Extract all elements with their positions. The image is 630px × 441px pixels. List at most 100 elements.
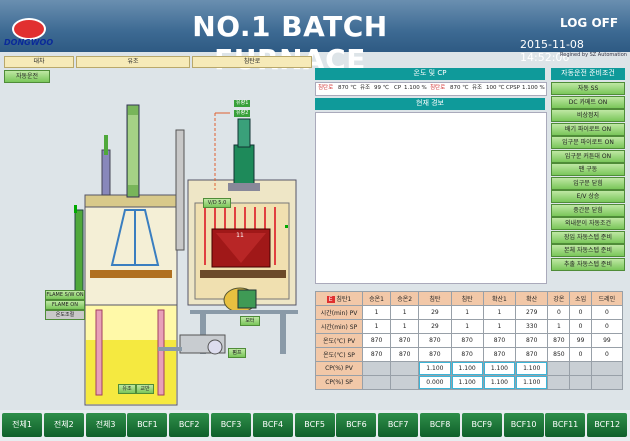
nav-button[interactable]: BCF8: [420, 413, 460, 437]
auto-condition-button[interactable]: 자동 SS: [551, 82, 625, 95]
company-logo: DONGWOO: [4, 18, 54, 48]
table-cell: 1: [450, 319, 484, 334]
nav-button[interactable]: 전체3: [85, 413, 126, 437]
table-cell: [361, 361, 392, 376]
recipe-header-cell: 드레인: [590, 291, 624, 306]
nav-button[interactable]: BCF3: [211, 413, 251, 437]
nav-button[interactable]: BCF12: [587, 413, 628, 437]
nav-button[interactable]: BCF10: [503, 413, 544, 437]
table-cell: 870: [418, 347, 452, 362]
auto-condition-button[interactable]: DC 카메트 ON: [551, 95, 625, 109]
info-cart: 대차: [4, 56, 74, 68]
table-cell: 1: [482, 305, 517, 320]
table-cell: 1: [390, 319, 420, 334]
recipe-header-cell: 침탄: [418, 291, 452, 306]
recipe-header-cell: 강온: [547, 291, 571, 306]
table-cell: 1.100: [515, 361, 549, 376]
table-cell: 0: [569, 319, 592, 334]
furnace-process-diagram: [74, 104, 298, 406]
nav-button[interactable]: 전체2: [43, 413, 84, 437]
table-cell: 1.100: [482, 361, 517, 376]
table-cell: 870: [515, 347, 549, 362]
pump-tag: 펌프: [228, 348, 246, 358]
table-cell: 870: [390, 333, 420, 348]
auto-condition-button[interactable]: E/V 상승: [551, 190, 625, 203]
logo-text: DONGWOO: [4, 38, 54, 47]
table-cell: [590, 361, 624, 376]
temp-label-furnace-sp: 침탄로: [430, 85, 446, 91]
table-cell: 1: [450, 305, 484, 320]
nav-button[interactable]: BCF4: [252, 413, 293, 437]
header-bar: DONGWOO NO.1 BATCH FURNACE LOG OFF 2015-…: [0, 0, 630, 76]
cpsp-value: 1.100 %: [522, 85, 545, 91]
table-cell: 1.100: [450, 361, 484, 376]
auto-conditions-title: 자동운전 준비조건: [551, 68, 625, 80]
flame-on-indicator: FLAME ON: [45, 300, 85, 310]
table-cell: 99: [569, 333, 592, 348]
table-cell: 0: [590, 347, 624, 362]
table-cell: [361, 375, 392, 390]
nav-button[interactable]: BCF2: [169, 413, 210, 437]
alarm-indicator-icon: E: [326, 296, 335, 303]
nav-button[interactable]: 전체1: [2, 413, 42, 437]
table-cell: [590, 375, 624, 390]
temp-cp-panel-title: 온도 및 CP: [315, 68, 545, 80]
recipe-table: E 침탄1 승온1 승온2 침탄 침탄 확산1 확산 강온 소입 드레인 시간(…: [315, 291, 624, 390]
row-label: 온도(℃) PV: [315, 333, 363, 348]
table-cell: 0: [569, 305, 592, 320]
alarm-list[interactable]: [315, 112, 547, 284]
table-cell: [547, 361, 571, 376]
auto-condition-button[interactable]: 중간문 닫힘: [551, 203, 625, 217]
nav-button[interactable]: BCF6: [336, 413, 377, 437]
table-cell: 870: [547, 333, 571, 348]
table-cell: 870: [390, 347, 420, 362]
temp-value-oil-sp: 100 ℃: [486, 85, 505, 91]
auto-condition-button[interactable]: 팬 구동: [551, 163, 625, 176]
recipe-header-cell: 승온2: [390, 291, 420, 306]
valve-vo-indicator: V/D 5.0: [203, 198, 231, 208]
auto-condition-button[interactable]: 배기 파이로트 ON: [551, 122, 625, 136]
logoff-button[interactable]: LOG OFF: [560, 16, 619, 30]
table-cell: 870: [450, 347, 484, 362]
recipe-header-cell: 확산: [515, 291, 549, 306]
auto-condition-button[interactable]: 장입 자동스텝 준비: [551, 230, 625, 244]
alarm-panel-title: 현재 경보: [315, 98, 545, 110]
auto-condition-button[interactable]: 비상정지: [551, 109, 625, 122]
auto-run-button[interactable]: 자동운전: [4, 70, 50, 83]
table-cell: 870: [482, 333, 517, 348]
furnace-box-number: 11: [236, 232, 244, 239]
row-label: 온도(℃) SP: [315, 347, 363, 362]
nav-button[interactable]: BCF1: [127, 413, 168, 437]
auto-condition-button[interactable]: 입구문 닫힘: [551, 176, 625, 190]
table-cell: 1.100: [515, 375, 549, 390]
nav-button[interactable]: BCF7: [378, 413, 419, 437]
table-cell: 1.100: [418, 361, 452, 376]
table-cell: 870: [482, 347, 517, 362]
row-label: 시간(min) SP: [315, 319, 363, 334]
table-cell: [547, 375, 571, 390]
table-cell: 0: [547, 305, 571, 320]
nav-button[interactable]: BCF5: [294, 413, 335, 437]
auto-condition-button[interactable]: 입구문 파이로트 ON: [551, 136, 625, 149]
recipe-header-cell: 소입: [569, 291, 592, 306]
table-cell: 29: [418, 305, 452, 320]
table-cell: [390, 375, 420, 390]
auto-condition-button[interactable]: 외내문이 자동조건: [551, 217, 625, 230]
auto-condition-button[interactable]: 추출 자동스텝 준비: [551, 257, 625, 271]
table-cell: 0: [590, 319, 624, 334]
nav-button[interactable]: BCF11: [545, 413, 586, 437]
recipe-header-cell: E 침탄1: [315, 291, 363, 306]
table-cell: 870: [361, 347, 392, 362]
auto-condition-button[interactable]: 입구문 커튼대 ON: [551, 149, 625, 163]
auto-condition-button[interactable]: 본체 자동스텝 준비: [551, 244, 625, 257]
table-cell: 99: [590, 333, 624, 348]
table-cell: 1: [390, 305, 420, 320]
cp-label-pv: CP: [394, 85, 402, 91]
credit-text: Regined by SZ Automation: [560, 52, 627, 58]
table-cell: 330: [515, 319, 549, 334]
table-cell: 1: [482, 319, 517, 334]
nav-button[interactable]: BCF9: [461, 413, 502, 437]
